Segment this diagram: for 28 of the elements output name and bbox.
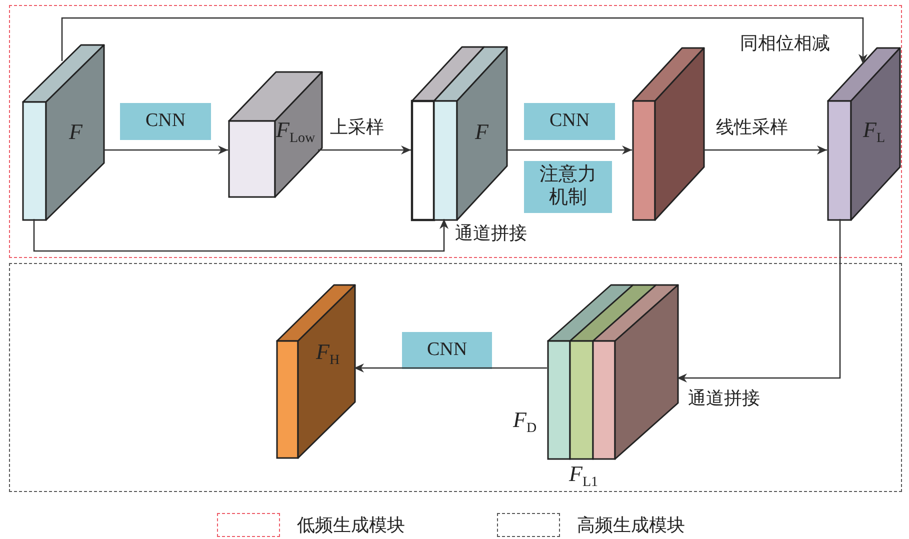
edge-label: 线性采样 (716, 118, 788, 138)
block-label: F$_{D}$ (513, 409, 537, 436)
arrow (33, 219, 448, 252)
process-box: CNN (402, 332, 492, 369)
dashed-module-region (9, 5, 902, 258)
process-box: 注意力机制 (524, 161, 612, 213)
legend-label: 高频生成模块 (577, 516, 685, 534)
arrow (318, 146, 411, 154)
edge-label: 同相位相减 (740, 34, 830, 54)
legend-label: 低频生成模块 (297, 516, 405, 534)
edge-label: 上采样 (330, 118, 384, 138)
block-label: F (69, 121, 82, 143)
arrow (354, 364, 547, 372)
block-label: F$_{L1}$ (569, 463, 598, 490)
arrow (61, 17, 868, 64)
edge-label: 通道拼接 (688, 389, 760, 409)
edge-label: 通道拼接 (455, 224, 527, 244)
dashed-module-region (9, 263, 902, 492)
block-label: F$_{L}$ (863, 119, 886, 146)
block-label: F$_{Low}$ (276, 119, 316, 146)
arrow (677, 219, 841, 382)
process-box: CNN (524, 103, 615, 140)
block-label: F (475, 121, 488, 143)
process-box: CNN (120, 103, 211, 140)
block-label: F$_{H}$ (316, 341, 340, 368)
arrow (104, 146, 228, 154)
arrow (506, 146, 632, 154)
arrow (703, 146, 827, 154)
